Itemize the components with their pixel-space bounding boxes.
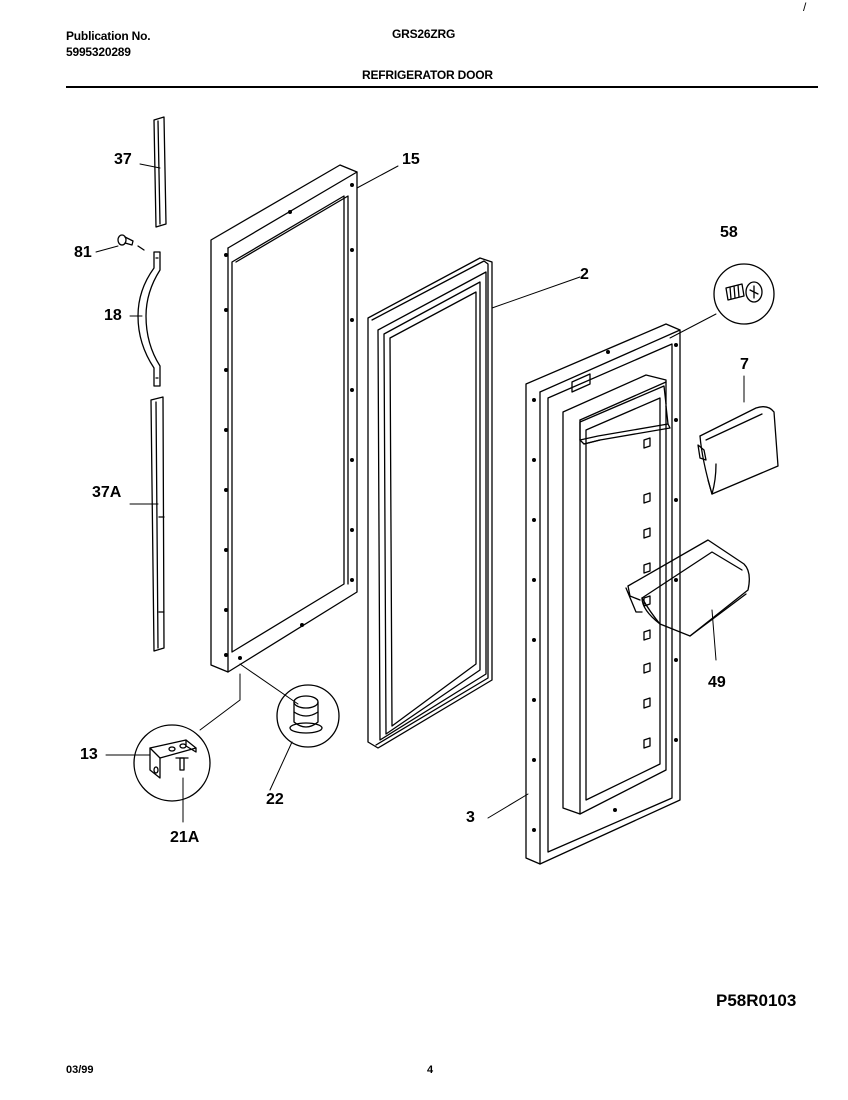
part-49-door-bin	[626, 540, 749, 636]
part-13-hinge-detail	[134, 725, 210, 801]
header-rule	[66, 86, 818, 88]
callout-37: 37	[114, 151, 132, 168]
callout-58: 58	[720, 224, 738, 241]
part-37-upper-trim	[154, 117, 166, 227]
reference-code: P58R0103	[716, 991, 797, 1010]
footer-date: 03/99	[66, 1064, 94, 1076]
section-title: REFRIGERATOR DOOR	[362, 68, 493, 82]
part-37A-lower-trim	[151, 397, 164, 651]
part-7-dairy-door	[698, 407, 778, 494]
callout-3: 3	[466, 809, 475, 826]
part-3-door-liner	[526, 324, 680, 864]
callout-15: 15	[402, 151, 420, 168]
callout-21A: 21A	[170, 829, 200, 846]
publication-label: Publication No.	[66, 29, 151, 43]
dairy-compartment	[580, 386, 670, 444]
leader-lines	[96, 164, 744, 822]
publication-number: 5995320289	[66, 45, 131, 59]
callout-2: 2	[580, 266, 589, 283]
part-58-screw-detail	[714, 264, 774, 324]
page-number: 4	[427, 1064, 434, 1076]
part-2-gasket	[368, 258, 492, 748]
corner-mark: /	[803, 0, 807, 14]
part-3-liner-holes	[532, 343, 678, 832]
model-number: GRS26ZRG	[392, 27, 456, 41]
callout-49: 49	[708, 674, 726, 691]
callout-18: 18	[104, 307, 122, 324]
callout-37A: 37A	[92, 484, 122, 501]
part-3-shelf-tabs	[644, 438, 650, 748]
callout-7: 7	[740, 356, 749, 373]
callout-22: 22	[266, 791, 284, 808]
part-81-screw	[118, 235, 144, 250]
callout-81: 81	[74, 244, 92, 261]
part-15-door-frame	[211, 165, 357, 672]
part-15-frame-holes	[224, 183, 354, 660]
part-22-bushing-detail	[277, 685, 339, 747]
callout-13: 13	[80, 746, 98, 763]
part-18-handle	[138, 252, 160, 386]
